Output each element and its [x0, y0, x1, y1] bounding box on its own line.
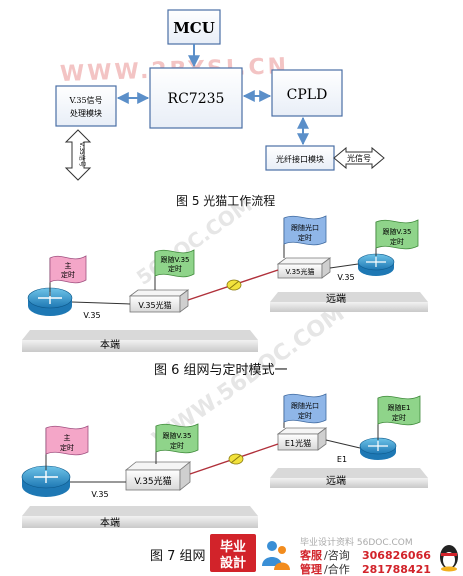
banner-manage-qq: 281788421: [362, 563, 431, 576]
flag-follow-e1-7-line1: 跟随E1: [388, 403, 411, 412]
modem-left-7-side: [179, 461, 191, 491]
flag-follow-optical-line2: 定时: [298, 233, 312, 242]
fiber-module-label: 光纤接口模块: [276, 154, 324, 164]
flag-follow-optical-7-line1: 跟随光口: [291, 401, 319, 410]
person-icon-head-2: [278, 546, 286, 554]
router-right-arrows: [366, 257, 386, 267]
remote-label: 远端: [326, 292, 346, 305]
remote-shelf-base: [270, 302, 428, 312]
figure6-caption: 图 6 组网与定时模式一: [154, 363, 288, 378]
local-label-7: 本端: [100, 516, 120, 529]
modem-right-top: [276, 257, 332, 265]
flag-follow-v35-line2: 定时: [168, 264, 182, 273]
link-modem-router-right-7: [325, 439, 361, 449]
link-modem-router-right: [329, 263, 359, 269]
person-icon-body: [262, 557, 282, 566]
flag-master-line2: 定时: [61, 270, 75, 279]
flag-follow-optical-icon: [283, 215, 327, 246]
figure7: 本端 远端 V.35光猫 E1光猫 V.35 E1 主: [21, 393, 428, 529]
v35-signal-arrow-label: V.35信号: [78, 142, 86, 167]
flag-follow-v35-icon: [154, 249, 195, 278]
modem-left-top: [128, 289, 190, 297]
figure7-caption: 图 7 组网: [150, 549, 206, 564]
v35-label-left: V.35: [83, 311, 100, 320]
v35-label-7: V.35: [91, 490, 108, 499]
flag-follow-v35-7-icon: [155, 423, 199, 454]
bottom-banner: 毕业 設計 毕业设计资料 56DOC.COM 客服 /咨询 306826066 …: [210, 534, 458, 576]
remote-label-7: 远端: [326, 474, 346, 487]
cpld-label: CPLD: [287, 87, 328, 103]
local-shelf-7-base: [22, 516, 258, 528]
optical-signal-block-arrow: [333, 146, 385, 170]
v35-signal-block-arrow: [64, 129, 92, 181]
person-icon-body-2: [274, 562, 290, 570]
modem-left-label: V.35光猫: [138, 300, 171, 310]
penguin-scarf: [441, 553, 457, 556]
figure5: MCU RC7235 CPLD V.35信号 处理模块 光纤接口模块 V.35信…: [55, 9, 385, 181]
flag-follow-v35-right-icon: [375, 219, 419, 250]
flag-follow-v35-right-line1: 跟随V.35: [382, 227, 411, 236]
link-router-modem-left: [71, 301, 131, 305]
flag-follow-optical-line1: 跟随光口: [291, 223, 319, 232]
remote-shelf: [270, 292, 428, 302]
penguin-feet: [441, 566, 457, 572]
flag-follow-v35-7-line2: 定时: [170, 441, 184, 450]
modem-left-7-label: V.35光猫: [134, 475, 171, 487]
cpld-box: [271, 69, 343, 117]
person-icon-head: [267, 541, 277, 551]
v35-label-right: V.35: [337, 273, 354, 282]
flag-master-line1: 主: [65, 261, 72, 270]
remote-shelf-7: [270, 468, 428, 478]
modem-right-label: V.35光猫: [285, 267, 314, 276]
flag-follow-optical-7-line2: 定时: [298, 411, 312, 420]
flag-master-7-line1: 主: [64, 433, 71, 442]
fiber-break-slash: [228, 280, 240, 290]
e1-label-7: E1: [337, 455, 347, 464]
router-left-7-arrows: [34, 471, 58, 483]
flag-follow-e1-7-icon: [377, 395, 421, 426]
flag-master-7-icon: [45, 425, 89, 456]
modem-left-7-top: [124, 461, 192, 471]
flag-follow-e1-7-line2: 定时: [392, 413, 406, 422]
banner-service-sep: /咨询: [324, 548, 350, 562]
local-shelf-7: [22, 506, 258, 516]
remote-shelf-7-base: [270, 478, 428, 488]
flag-follow-v35-7-line1: 跟随V.35: [162, 431, 191, 440]
rc7235-box: [149, 67, 243, 129]
banner-site: 毕业设计资料 56DOC.COM: [300, 536, 413, 548]
rc7235-label: RC7235: [168, 91, 225, 107]
figure6: 本端 远端 V.35光猫 V.35光猫 V.35 V.35: [22, 215, 428, 352]
figure5-caption: 图 5 光猫工作流程: [176, 194, 276, 208]
flag-master-7-line2: 定时: [60, 443, 74, 452]
local-shelf: [22, 330, 258, 340]
banner-manage-sep: /合作: [324, 562, 350, 576]
banner-manage-label: 管理: [300, 562, 322, 576]
banner-logo-line2: 設計: [220, 555, 246, 571]
fiber-break-7-slash: [230, 454, 242, 464]
local-label: 本端: [100, 338, 120, 351]
optical-signal-label: 光信号: [347, 153, 371, 163]
flag-follow-optical-7-icon: [283, 393, 327, 424]
mcu-label: MCU: [173, 19, 215, 37]
v35-module-line2: 处理模块: [70, 108, 102, 118]
modem-right-side: [321, 257, 331, 279]
modem-left-side: [179, 289, 189, 313]
modem-right-7-label: E1光猫: [285, 438, 311, 448]
banner-service-label: 客服: [299, 548, 323, 562]
v35-module-line1: V.35信号: [68, 95, 102, 105]
flag-follow-v35-line1: 跟随V.35: [160, 255, 189, 264]
mcu-box: [167, 9, 221, 45]
local-shelf-base: [22, 340, 258, 352]
router-right-7-arrows: [368, 441, 388, 451]
banner-logo-line1: 毕业: [220, 539, 246, 555]
flag-follow-v35-right-line2: 定时: [390, 237, 404, 246]
banner-service-qq: 306826066: [362, 549, 431, 562]
flag-master-icon: [49, 255, 87, 284]
v35-module-box: [55, 85, 117, 127]
banner-logo-box: [210, 534, 256, 572]
modem-right-7-side: [317, 427, 327, 451]
